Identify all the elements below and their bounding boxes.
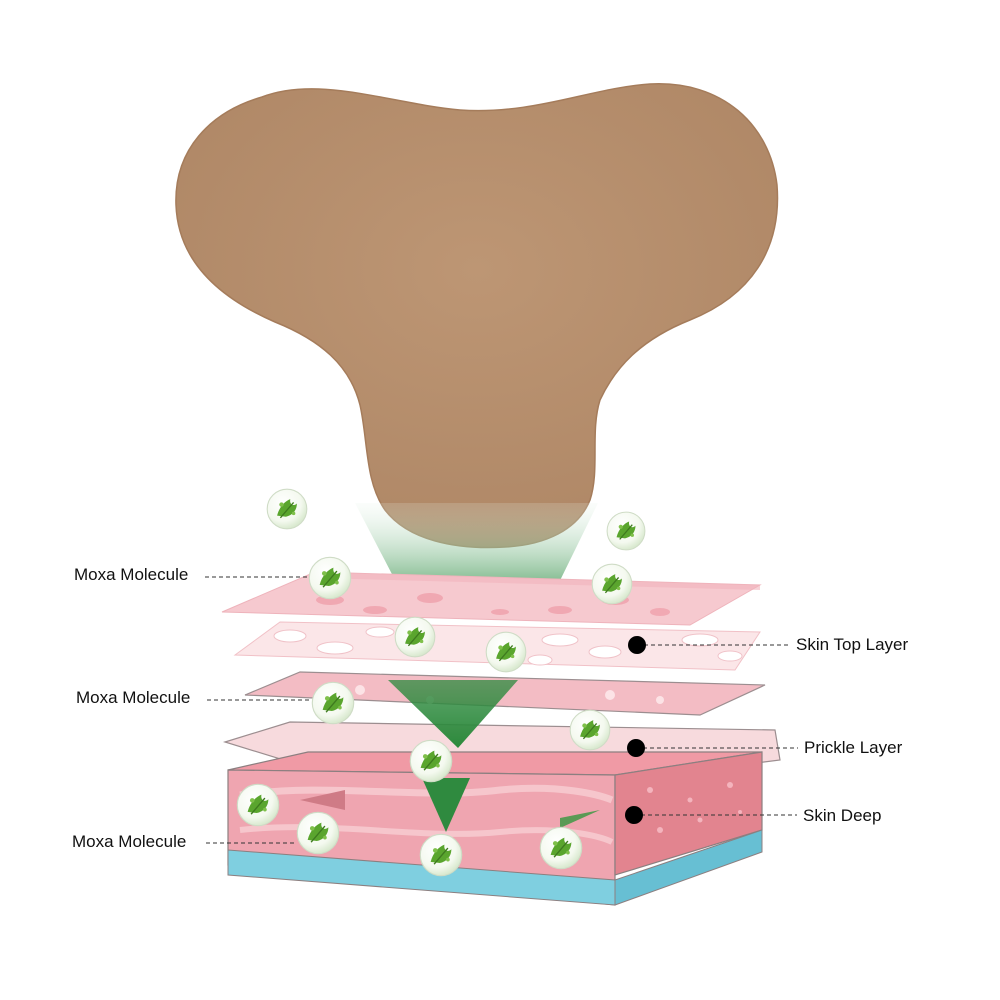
moxa-molecule-icon bbox=[266, 488, 308, 530]
label-prickle-layer: Prickle Layer bbox=[804, 738, 903, 757]
moxa-molecule-icon bbox=[394, 616, 436, 658]
adhesive-patch bbox=[175, 83, 779, 549]
moxa-molecule-icon bbox=[606, 511, 646, 551]
leader-dot-icon bbox=[628, 636, 646, 654]
label-moxa-molecule-3: Moxa Molecule bbox=[72, 832, 187, 851]
label-moxa-molecule-2: Moxa Molecule bbox=[76, 688, 191, 707]
leader-dot-icon bbox=[625, 806, 643, 824]
moxa-molecule-icon bbox=[236, 783, 280, 827]
moxa-molecule-icon bbox=[591, 563, 633, 605]
moxa-molecule-icon bbox=[296, 811, 340, 855]
moxa-molecule-icon bbox=[409, 739, 453, 783]
penetration-arrow-mid bbox=[388, 680, 518, 748]
moxa-molecule-icon bbox=[485, 631, 527, 673]
moxa-molecule-icon bbox=[311, 681, 355, 725]
moxa-molecule-icon bbox=[539, 826, 583, 870]
moxa-molecule-icon bbox=[419, 833, 463, 877]
skin-deep-block bbox=[227, 751, 763, 906]
penetration-arrow-deep bbox=[422, 778, 470, 832]
moxa-molecule-icon bbox=[569, 709, 611, 751]
moxa-molecule-icon bbox=[308, 556, 352, 600]
label-moxa-molecule-1: Moxa Molecule bbox=[74, 565, 189, 584]
leader-dot-icon bbox=[627, 739, 645, 757]
label-skin-top-layer: Skin Top Layer bbox=[796, 635, 909, 654]
label-skin-deep: Skin Deep bbox=[803, 806, 882, 825]
